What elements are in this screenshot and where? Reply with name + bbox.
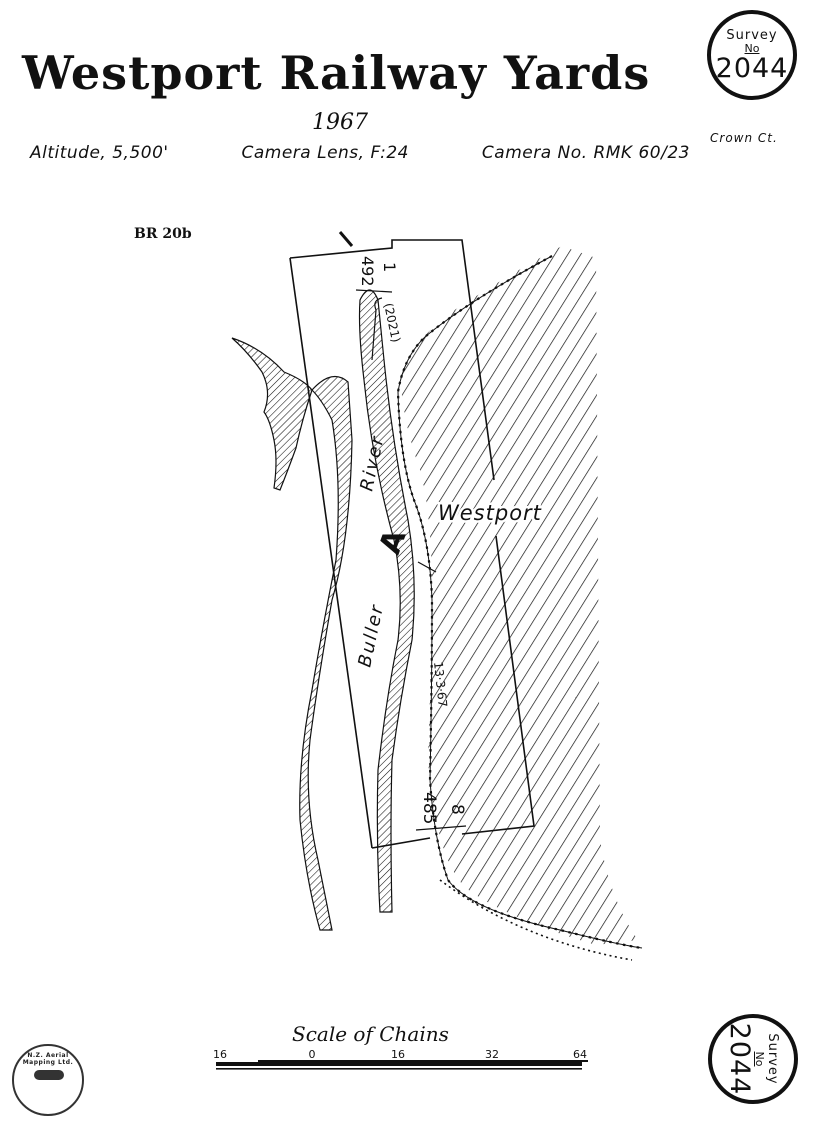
scale-tick-label: 32: [485, 1048, 499, 1061]
survey-year: 1967: [312, 110, 368, 135]
number-abbrev: No: [744, 41, 760, 55]
scale-bar: [216, 1060, 588, 1070]
river-tick: [338, 231, 354, 247]
run-bottom-right: 8: [447, 804, 467, 815]
survey-number-badge: Survey No 2044: [707, 10, 797, 100]
survey-number-badge-rotated: Survey No 2044: [708, 1014, 798, 1104]
crown-copyright: Crown Ct.: [710, 131, 778, 145]
river-east-bank: [358, 289, 415, 913]
survey-number: 2044: [724, 1022, 756, 1096]
creek-inlet: [231, 337, 313, 491]
river-lower-label: Buller: [354, 602, 388, 669]
logo-text: N.Z. Aerial Mapping Ltd.: [22, 1052, 74, 1066]
railway-spur: [439, 879, 633, 961]
survey-word: Survey: [765, 1033, 781, 1085]
run-bottom-left: 485: [419, 792, 439, 824]
survey-word: Survey: [726, 27, 778, 43]
railway-rail: [397, 255, 643, 949]
date-label: 13·3·67: [431, 661, 450, 708]
aerial-mapping-logo: N.Z. Aerial Mapping Ltd.: [12, 1044, 84, 1116]
run-top-right: 1: [380, 262, 399, 272]
scale-tick-label: 0: [309, 1048, 316, 1061]
river-west-bank: [299, 375, 353, 931]
scale-tick-label: 16: [213, 1048, 227, 1061]
run-top-left: 492: [358, 256, 377, 287]
flight-parameters: Altitude, 5,500' Camera Lens, F:24 Camer…: [30, 143, 690, 163]
scale-tick-label: 16: [391, 1048, 405, 1061]
bracket-mark: [371, 297, 383, 361]
run-bottom-divider: [415, 825, 467, 831]
map-title: Westport Railway Yards: [22, 46, 651, 100]
altitude-text: Altitude, 5,500': [30, 143, 169, 163]
camera-text: Camera No. RMK 60/23: [481, 143, 690, 163]
scale-tick-label: 64: [573, 1048, 587, 1061]
town-hatched-area: [400, 246, 638, 945]
scale-title: Scale of Chains: [292, 1022, 449, 1046]
point-pointer: [417, 561, 437, 573]
photo-strip-outline: [289, 239, 535, 849]
scale-ticks: 16 0 16 32 64: [213, 1048, 587, 1061]
town-label: Westport: [438, 501, 542, 525]
sheet-reference: BR 20b: [134, 226, 192, 242]
number-abbrev: No: [753, 1051, 767, 1067]
plane-icon: [34, 1070, 64, 1080]
run-top-divider: [355, 289, 393, 293]
lens-text: Camera Lens, F:24: [241, 143, 410, 163]
bracket-label: (2021): [381, 302, 403, 344]
survey-number: 2044: [715, 52, 789, 84]
